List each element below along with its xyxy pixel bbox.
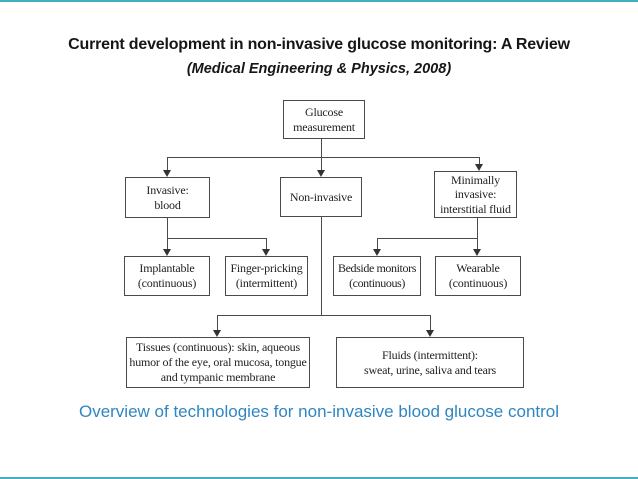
- arrow-down-icon: [163, 170, 171, 177]
- connector-line: [477, 238, 478, 249]
- connector-line: [377, 238, 477, 239]
- connector-line: [321, 157, 322, 170]
- connector-line: [217, 315, 430, 316]
- node-glucose-measurement: Glucose measurement: [283, 100, 365, 139]
- top-accent-rule: [0, 0, 638, 2]
- connector-line: [321, 139, 322, 157]
- arrow-down-icon: [373, 249, 381, 256]
- connector-line: [430, 315, 431, 330]
- arrow-down-icon: [163, 249, 171, 256]
- connector-line: [167, 238, 168, 249]
- connector-line: [479, 157, 480, 164]
- node-tissues-continuous: Tissues (continuous): skin, aqueous humo…: [126, 337, 310, 388]
- arrow-down-icon: [473, 249, 481, 256]
- connector-line: [167, 157, 168, 170]
- node-bedside-monitors: Bedside monitors (continuous): [333, 256, 421, 296]
- slide-subtitle: (Medical Engineering & Physics, 2008): [186, 61, 452, 77]
- node-non-invasive: Non-invasive: [280, 177, 362, 217]
- node-implantable: Implantable (continuous): [124, 256, 210, 296]
- node-invasive-blood: Invasive: blood: [125, 177, 210, 218]
- connector-line: [266, 238, 267, 249]
- slide-title: Current development in non-invasive gluc…: [68, 36, 570, 53]
- node-minimally-invasive: Minimally invasive: interstitial fluid: [434, 171, 517, 218]
- connector-line: [167, 238, 266, 239]
- connector-line: [321, 217, 322, 315]
- slide-caption: Overview of technologies for non-invasiv…: [78, 402, 560, 421]
- connector-line: [377, 238, 378, 249]
- arrow-down-icon: [475, 164, 483, 171]
- node-fluids-intermittent: Fluids (intermittent): sweat, urine, sal…: [336, 337, 524, 388]
- bottom-accent-rule: [0, 477, 638, 479]
- arrow-down-icon: [262, 249, 270, 256]
- arrow-down-icon: [213, 330, 221, 337]
- connector-line: [477, 218, 478, 238]
- connector-line: [217, 315, 218, 330]
- arrow-down-icon: [317, 170, 325, 177]
- arrow-down-icon: [426, 330, 434, 337]
- node-wearable: Wearable (continuous): [435, 256, 521, 296]
- connector-line: [167, 218, 168, 238]
- node-finger-pricking: Finger-pricking (intermittent): [225, 256, 308, 296]
- connector-line: [167, 157, 480, 158]
